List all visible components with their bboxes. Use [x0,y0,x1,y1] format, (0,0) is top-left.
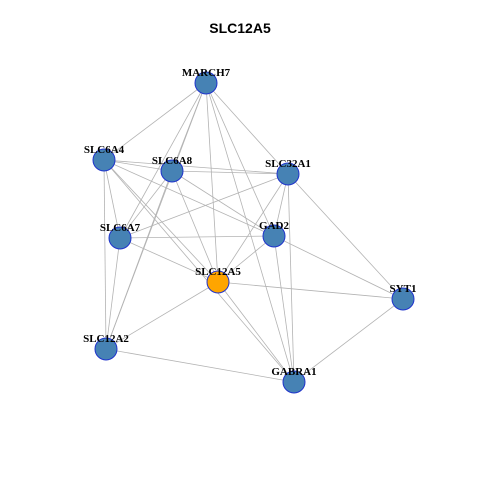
edge-slc6a8-slc12a2 [105,170,173,350]
edge-slc6a7-slc12a5 [119,237,219,283]
node-label-slc12a5: SLC12A5 [195,266,241,278]
node-circle-slc12a5[interactable] [206,270,230,294]
edge-slc6a4-gabra1 [103,159,295,383]
edge-gad2-slc12a5 [217,235,275,283]
edge-march7-slc12a5 [205,82,219,283]
edge-slc6a8-slc32a1 [171,170,289,175]
node-circle-gad2[interactable] [262,224,286,248]
edge-march7-gad2 [205,82,275,237]
edge-slc12a5-slc12a2 [105,281,219,350]
node-circle-slc6a4[interactable] [92,148,116,172]
edge-slc6a8-slc6a7 [119,170,173,239]
edge-slc32a1-slc6a7 [119,173,289,239]
node-gabra1[interactable]: GABRA1 [271,366,317,394]
edge-layer [103,82,404,383]
node-syt1[interactable]: SYT1 [390,283,417,311]
node-slc12a2[interactable]: SLC12A2 [83,333,129,361]
node-circle-gabra1[interactable] [282,370,306,394]
edge-slc6a4-slc32a1 [103,159,289,175]
node-label-march7: MARCH7 [182,67,231,79]
edge-slc12a5-syt1 [217,281,404,300]
node-circle-slc6a7[interactable] [108,226,132,250]
edge-march7-slc32a1 [205,82,289,175]
edge-slc6a7-slc12a2 [105,237,121,350]
edge-gad2-syt1 [273,235,404,300]
edge-slc32a1-gabra1 [287,173,295,383]
edge-slc6a7-gad2 [119,235,275,239]
node-label-slc12a2: SLC12A2 [83,333,129,345]
node-circle-syt1[interactable] [391,287,415,311]
node-circle-slc12a2[interactable] [94,337,118,361]
edge-slc32a1-syt1 [287,173,404,300]
edge-slc6a4-slc12a5 [103,159,219,283]
edge-slc12a5-gabra1 [217,281,295,383]
node-slc6a8[interactable]: SLC6A8 [152,155,193,183]
node-slc6a4[interactable]: SLC6A4 [84,144,125,172]
edge-slc6a4-slc6a7 [103,159,121,239]
node-gad2[interactable]: GAD2 [259,220,289,248]
node-label-slc32a1: SLC32A1 [265,158,311,170]
edge-slc12a2-gabra1 [105,348,295,383]
edge-syt1-gabra1 [293,298,404,383]
graph-title: SLC12A5 [209,20,271,36]
node-label-slc6a7: SLC6A7 [100,222,141,234]
node-label-slc6a8: SLC6A8 [152,155,193,167]
edge-slc32a1-slc12a5 [217,173,289,283]
edge-slc6a4-slc12a2 [103,159,107,350]
node-label-gad2: GAD2 [259,220,289,232]
edge-march7-slc6a7 [119,82,207,239]
node-label-slc6a4: SLC6A4 [84,144,125,156]
node-slc32a1[interactable]: SLC32A1 [265,158,311,186]
node-slc6a7[interactable]: SLC6A7 [100,222,141,250]
node-slc12a5[interactable]: SLC12A5 [195,266,241,294]
edge-slc6a4-gad2 [103,159,275,237]
node-label-syt1: SYT1 [390,283,417,295]
node-circle-march7[interactable] [194,71,218,95]
edge-slc6a8-gad2 [171,170,275,237]
node-march7[interactable]: MARCH7 [182,67,231,95]
node-label-gabra1: GABRA1 [271,366,316,378]
node-circle-slc32a1[interactable] [276,162,300,186]
edge-gad2-gabra1 [273,235,295,383]
edge-march7-slc6a4 [103,82,207,161]
edge-slc6a8-slc12a5 [171,170,219,283]
node-circle-slc6a8[interactable] [160,159,184,183]
